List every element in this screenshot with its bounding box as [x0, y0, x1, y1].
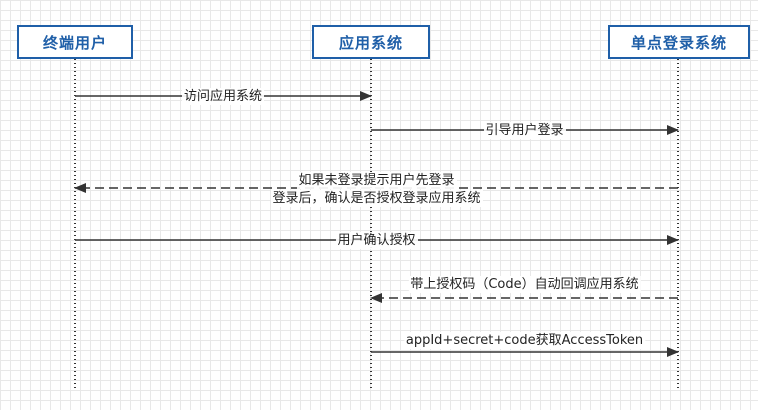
actor-app: 应用系统 [312, 25, 430, 59]
message-label-4: 用户确认授权 [335, 232, 418, 249]
message-label-3-1: 如果未登录提示用户先登录 [296, 172, 457, 189]
message-label-5: 带上授权码（Code）自动回调应用系统 [408, 276, 641, 293]
message-label-2: 引导用户登录 [483, 122, 566, 139]
actor-sso: 单点登录系统 [608, 25, 750, 59]
message-label-1: 访问应用系统 [181, 88, 265, 105]
message-label-3-2: 登录后，确认是否授权登录应用系统 [270, 190, 483, 207]
message-label-6: appId+secret+code获取AccessToken [403, 332, 646, 349]
actor-user: 终端用户 [17, 25, 133, 59]
